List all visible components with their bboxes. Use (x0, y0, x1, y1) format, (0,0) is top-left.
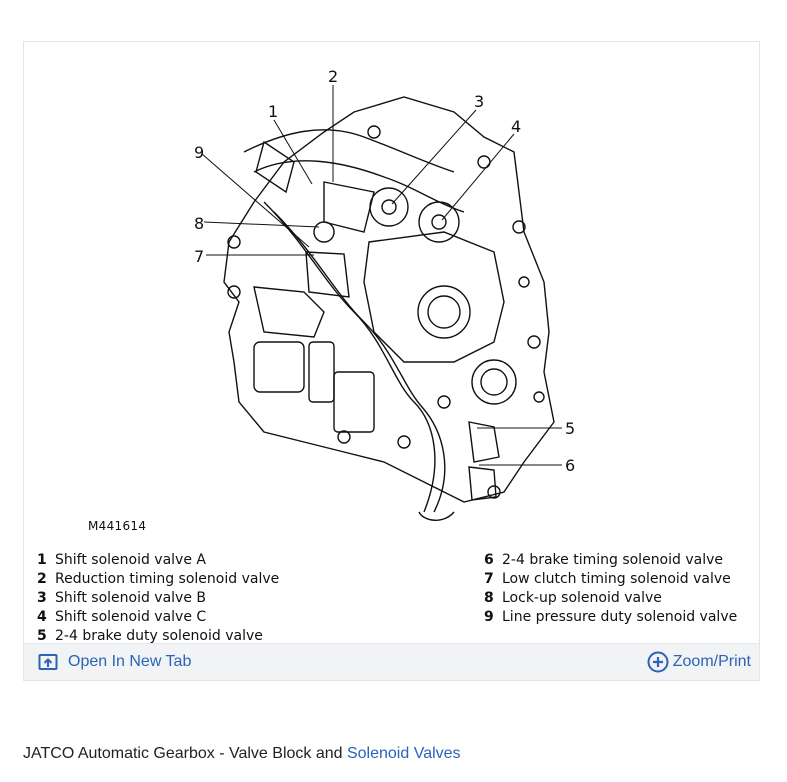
caption-text: JATCO Automatic Gearbox - Valve Block an… (23, 745, 347, 762)
zoom-plus-icon (647, 651, 669, 673)
callout-3: 3 (474, 92, 484, 111)
callout-8: 8 (194, 214, 204, 233)
callout-4: 4 (511, 117, 521, 136)
open-in-new-tab-label: Open In New Tab (68, 653, 192, 670)
image-toolbar: Open In New Tab Zoom/Print (24, 643, 759, 680)
valve-block-illustration: 1 2 3 4 5 6 7 8 9 (194, 67, 575, 521)
figure-model-code: M441614 (88, 519, 147, 533)
image-caption: JATCO Automatic Gearbox - Valve Block an… (23, 745, 461, 763)
solenoid-valves-link[interactable]: Solenoid Valves (346, 745, 461, 762)
zoom-print-button[interactable]: Zoom/Print (647, 644, 751, 680)
open-in-new-tab-button[interactable]: Open In New Tab (38, 644, 191, 680)
callout-2: 2 (328, 67, 338, 86)
callout-6: 6 (565, 456, 575, 475)
zoom-print-label: Zoom/Print (672, 653, 751, 670)
callout-5: 5 (565, 419, 575, 438)
callout-9: 9 (194, 143, 204, 162)
open-in-new-tab-icon (38, 654, 58, 670)
callout-7: 7 (194, 247, 204, 266)
valve-block-diagram: 1 2 3 4 5 6 7 8 9 M441614 (24, 42, 759, 642)
callout-1: 1 (268, 102, 278, 121)
